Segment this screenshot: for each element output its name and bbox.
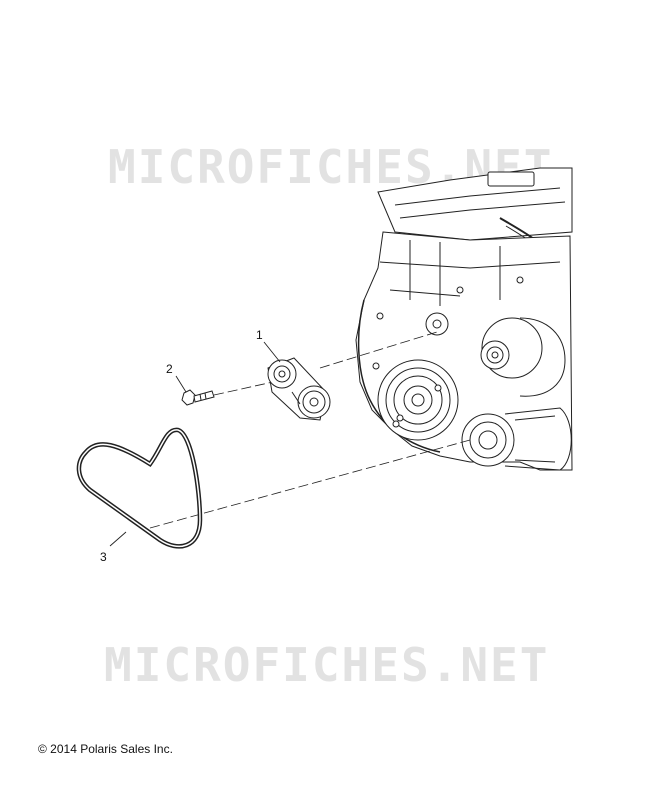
- callout-3: 3: [100, 550, 107, 564]
- belt-tensioner-icon: [267, 357, 331, 421]
- bolt-icon: [181, 389, 215, 406]
- watermark-bottom: MICROFICHES.NET: [104, 638, 550, 692]
- callout-leaders: [109, 341, 281, 547]
- engine-assembly-icon: [355, 167, 573, 471]
- drive-belt-icon: [76, 427, 203, 549]
- copyright-text: © 2014 Polaris Sales Inc.: [38, 742, 173, 756]
- callout-1: 1: [256, 328, 263, 342]
- callout-2: 2: [166, 362, 173, 376]
